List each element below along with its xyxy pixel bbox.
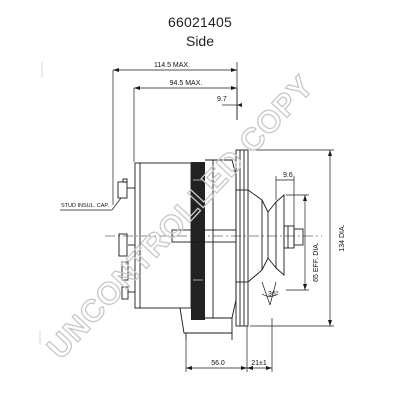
dim-pulley-diameter	[286, 194, 309, 291]
stator-band	[191, 162, 205, 320]
dim-fan-width-label: 9.7	[217, 96, 227, 103]
part-number: 66021405	[168, 14, 232, 30]
dim-fan-diameter	[250, 149, 334, 327]
alternator-body	[117, 159, 237, 340]
dim-pulley-diameter-label: 65 EFF. DIA.	[313, 242, 320, 282]
drawing-header: 66021405 Side	[0, 0, 400, 49]
dim-mount-length-label: 56.0	[211, 360, 225, 367]
dim-fan-diameter-label: 134 DIA.	[339, 224, 346, 251]
dim-fan-width	[222, 103, 242, 110]
dim-belt-angle	[261, 281, 279, 306]
view-label: Side	[185, 33, 215, 49]
dim-overall-length	[112, 62, 238, 205]
stud-note: STUD INSUL. CAP.	[61, 203, 109, 209]
dim-pulley-offset-label: 9.6	[283, 172, 293, 179]
dim-body-length	[133, 86, 238, 162]
dim-body-length-label: 94.5 MAX.	[170, 80, 203, 87]
stud-leader	[60, 197, 122, 211]
dim-pulley-offset	[275, 176, 295, 226]
dim-mount	[185, 318, 273, 372]
dim-mount-offset-label: 21±1	[251, 360, 267, 367]
watermark: UNCONTROLLED COPY	[40, 68, 320, 365]
frame-marks	[39, 62, 43, 345]
dim-overall-length-label: 114.5 MAX.	[154, 62, 190, 69]
dim-belt-angle-label: 36°	[268, 290, 279, 298]
pulley	[247, 189, 285, 283]
